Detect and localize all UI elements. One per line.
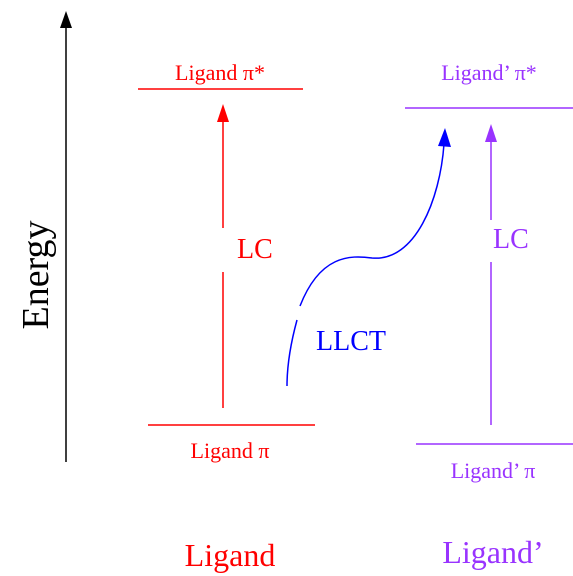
ligand-prime-column: Ligand’ π* LC Ligand’ π Ligand’ (405, 60, 573, 570)
ligand-lc-label: LC (237, 234, 273, 265)
ligand-upper-level-label: Ligand π* (175, 60, 265, 85)
ligand-prime-column-label: Ligand’ (442, 534, 543, 570)
ligand-lc-arrowhead (217, 104, 229, 122)
llct-transition: LLCT (286, 128, 451, 387)
energy-axis-arrowhead (60, 11, 72, 28)
ligand-column-label: Ligand (185, 537, 276, 573)
ligand-lower-level-label: Ligand π (191, 438, 270, 463)
ligand-column: Ligand π* LC Ligand π Ligand (138, 60, 315, 573)
ligand-prime-lc-label: LC (493, 224, 529, 255)
energy-axis: Energy (15, 11, 72, 462)
llct-arrowhead (438, 128, 451, 147)
energy-axis-label: Energy (15, 220, 57, 329)
llct-curve-lower (286, 319, 298, 387)
ligand-prime-upper-level-label: Ligand’ π* (441, 60, 537, 85)
ligand-prime-lower-level-label: Ligand’ π (451, 458, 536, 483)
llct-label: LLCT (316, 326, 386, 357)
ligand-prime-lc-arrowhead (485, 124, 497, 142)
llct-curve-upper (299, 143, 445, 307)
